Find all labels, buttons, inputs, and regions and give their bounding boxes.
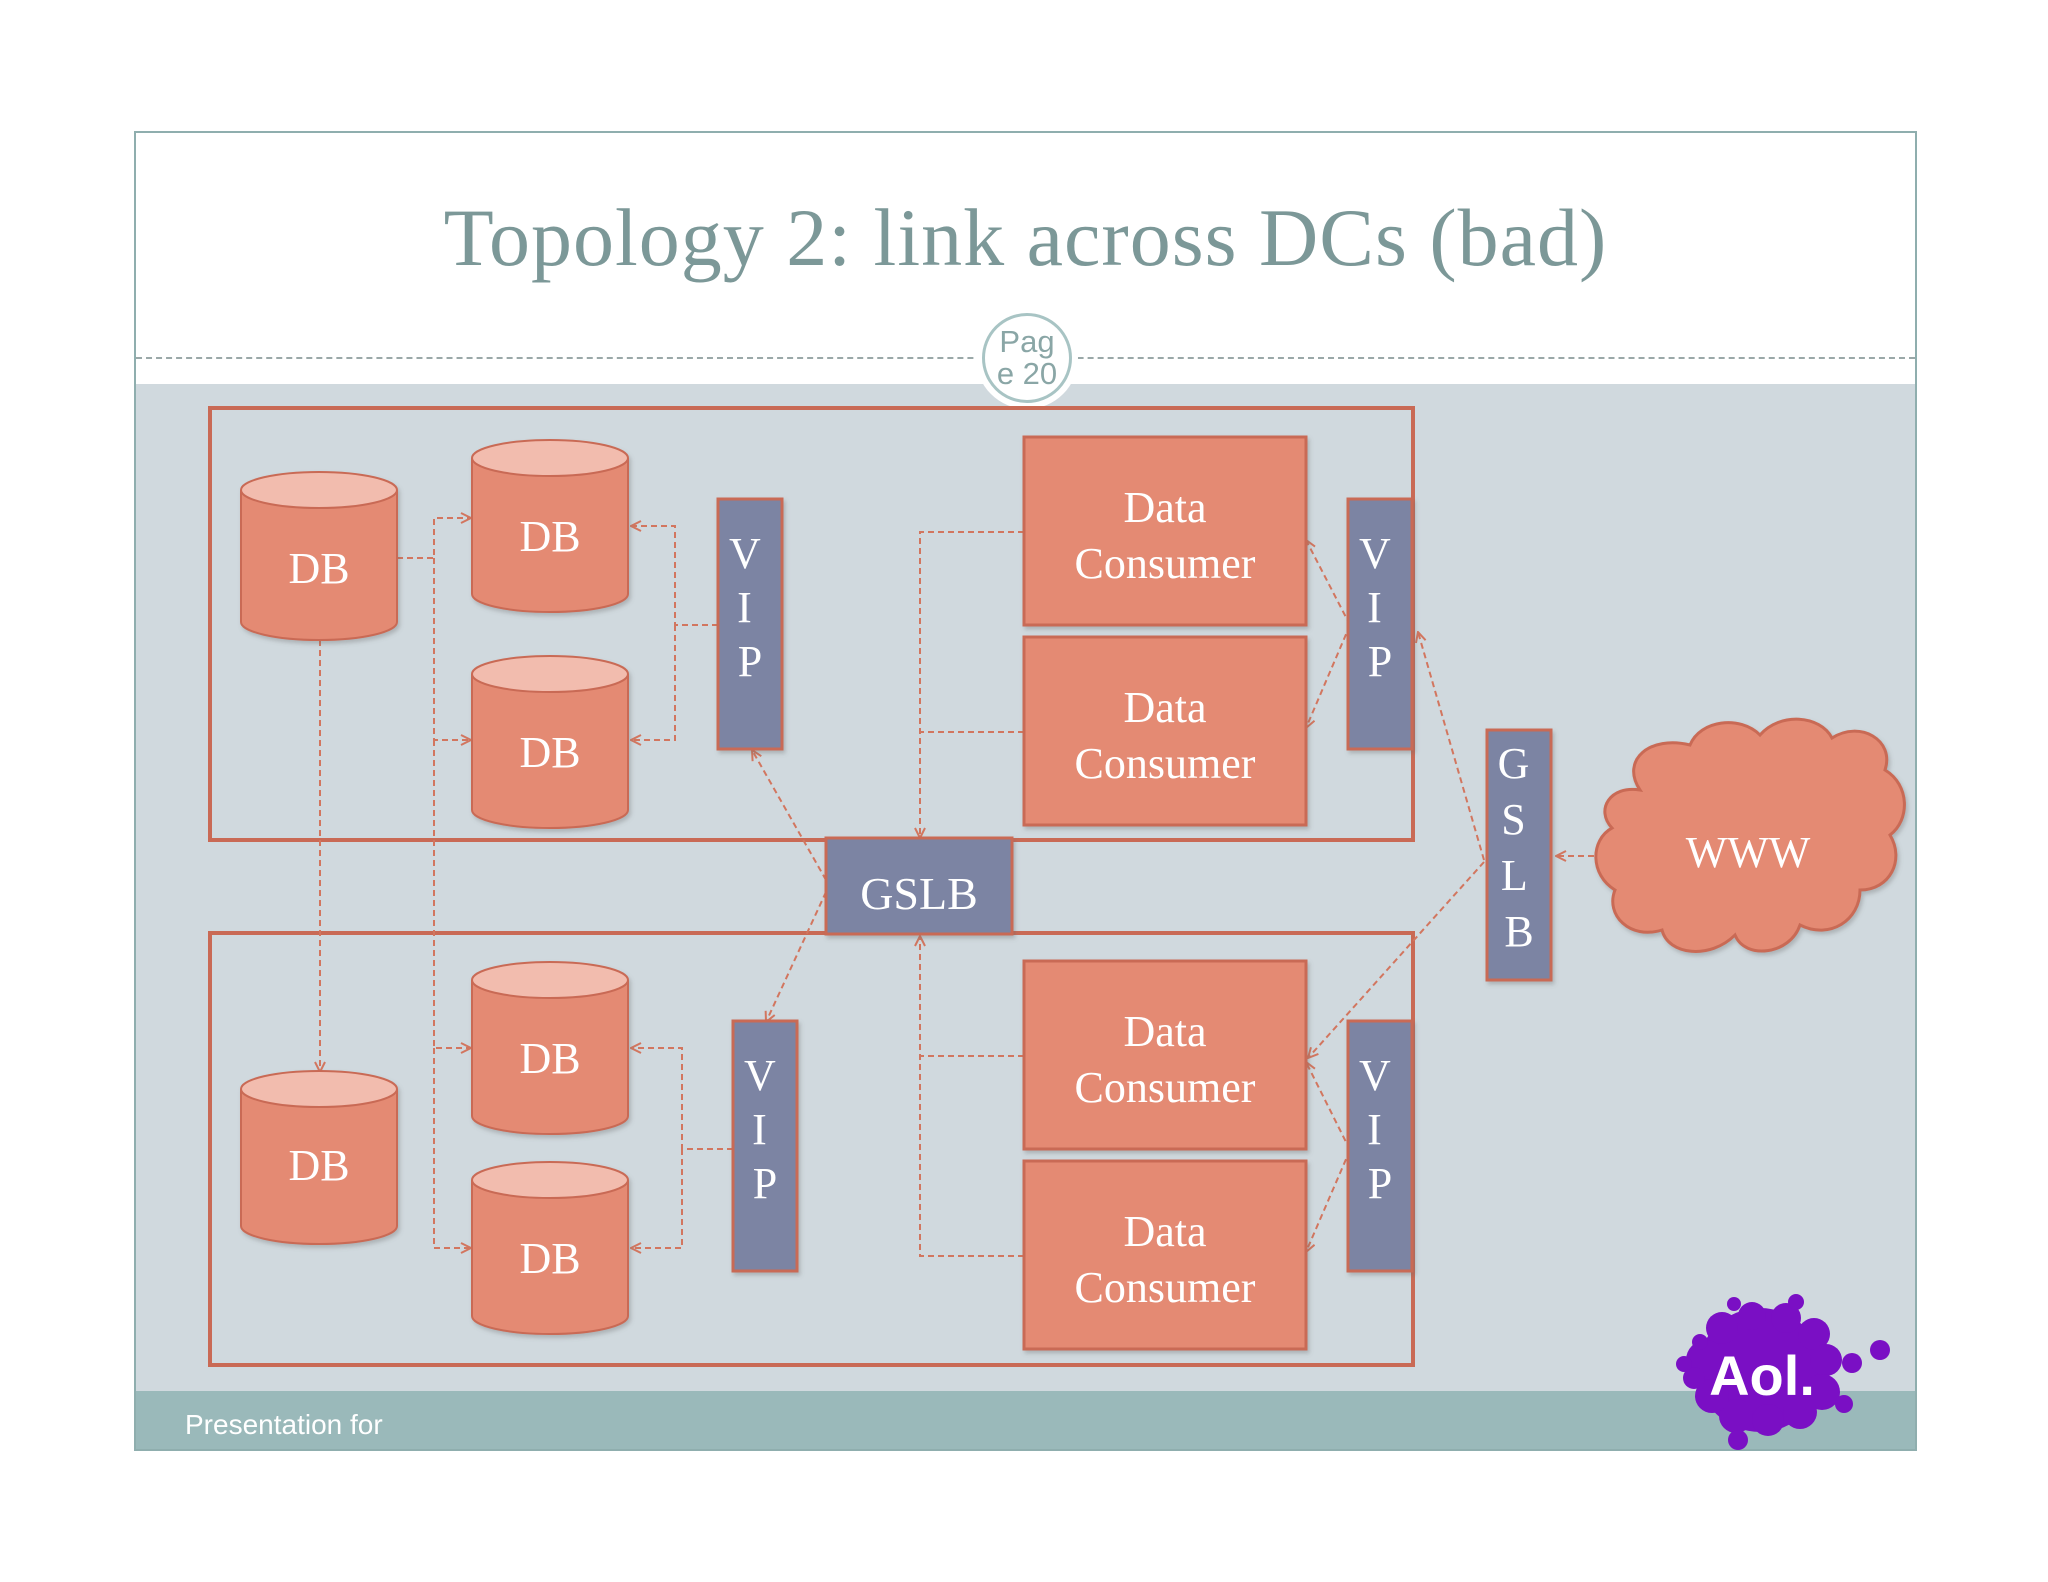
db-label: DB	[519, 1034, 580, 1083]
gslb-label: GSLB	[860, 868, 978, 919]
vip-letter-p: P	[1368, 637, 1392, 686]
data-consumer-3: Data Consumer	[1022, 959, 1308, 1151]
gslb-letter-b: B	[1504, 907, 1533, 956]
aol-logo-text: Aol.	[1709, 1344, 1815, 1407]
connector-vip2-to-consumer2	[1306, 624, 1351, 728]
vip-letter-i: I	[1367, 583, 1382, 632]
svg-text:V I P: V I P	[729, 529, 771, 686]
connector-vip2-to-consumer1	[1306, 540, 1351, 626]
vip-letter-i: I	[752, 1105, 767, 1154]
consumer-label-line1: Data	[1123, 1007, 1206, 1056]
svg-text:V I P: V I P	[1359, 1051, 1401, 1208]
consumer-label-line2: Consumer	[1075, 739, 1256, 788]
db-label: DB	[519, 728, 580, 777]
db-label: DB	[519, 1234, 580, 1283]
connector-vip1-to-db2	[631, 625, 676, 740]
consumer-label-line1: Data	[1123, 683, 1206, 732]
db-replica-1-dc2: DB	[471, 961, 629, 1135]
gslb-central: GSLB	[824, 836, 1014, 936]
vip-letter-v: V	[744, 1051, 776, 1100]
db-label: DB	[288, 1141, 349, 1190]
consumer-label-line1: Data	[1123, 483, 1206, 532]
svg-text:V I P: V I P	[744, 1051, 786, 1208]
gslb-letter-s: S	[1501, 795, 1525, 844]
vip-letter-p: P	[1368, 1159, 1392, 1208]
connector-consumer4-to-gslb	[919, 1056, 1024, 1257]
connector-consumer3-to-gslb	[920, 936, 1024, 1057]
db-master-dc2: DB	[240, 1070, 398, 1245]
footer-text: Presentation for [CLIENT]	[185, 1409, 383, 1449]
vip-letter-i: I	[1367, 1105, 1382, 1154]
gslb-letter-g: G	[1498, 739, 1530, 788]
consumer-label-line1: Data	[1123, 1207, 1206, 1256]
connector-db-master-to-db1	[397, 518, 471, 559]
connector-dc1-to-dc2-db1	[433, 740, 471, 1048]
consumer-label-line2: Consumer	[1075, 1263, 1256, 1312]
svg-text:G S L B: G S L B	[1498, 739, 1541, 956]
aol-logo-dots	[1676, 1294, 1890, 1450]
vip-letter-p: P	[753, 1159, 777, 1208]
connector-vip4-to-consumer3	[1306, 1062, 1351, 1151]
db-replica-2-dc2: DB	[471, 1161, 629, 1335]
www-cloud: WWW	[1594, 717, 1906, 953]
vip-dc1-consumer: V I P	[1346, 497, 1414, 751]
consumer-label-line2: Consumer	[1075, 1063, 1256, 1112]
connector-gslb-global-to-consumer3	[1308, 861, 1485, 1058]
vip-letter-v: V	[1359, 529, 1391, 578]
db-label: DB	[519, 512, 580, 561]
vip-letter-v: V	[1359, 1051, 1391, 1100]
connector-vip3-to-db3	[631, 1048, 733, 1150]
svg-text:V I P: V I P	[1359, 529, 1401, 686]
data-consumer-2: Data Consumer	[1022, 635, 1308, 827]
vip-dc2-consumer: V I P	[1346, 1019, 1414, 1273]
vip-dc1-db: V I P	[716, 497, 784, 751]
db-master-dc1: DB	[240, 471, 398, 641]
connectors	[320, 518, 1594, 1257]
connector-dc1-to-dc2-db2	[433, 1048, 471, 1248]
footer-band	[136, 1391, 1915, 1449]
data-consumer-1: Data Consumer	[1022, 435, 1308, 627]
consumer-label-line2: Consumer	[1075, 539, 1256, 588]
connector-vip1-to-db1	[631, 526, 718, 626]
connector-db-master-to-db2	[433, 558, 471, 740]
gslb-letter-l: L	[1501, 851, 1526, 900]
connector-vip3-to-db4	[631, 1149, 683, 1248]
www-label: WWW	[1686, 828, 1811, 877]
aol-logo: Aol.	[1676, 1294, 1890, 1450]
connector-gslb-to-vip3	[766, 891, 827, 1022]
vip-letter-i: I	[737, 583, 752, 632]
connector-consumer1-to-gslb	[920, 531, 1024, 838]
connector-vip4-to-consumer4	[1306, 1149, 1351, 1252]
page-number-badge: Page 20	[982, 313, 1072, 403]
db-replica-1-dc1: DB	[471, 439, 629, 613]
vip-letter-p: P	[738, 637, 762, 686]
slide-title: Topology 2: link across DCs (bad)	[443, 192, 1608, 283]
connector-gslb-to-vip1	[752, 750, 827, 881]
vip-letter-v: V	[729, 529, 761, 578]
gslb-global: G S L B	[1485, 728, 1553, 982]
db-label: DB	[288, 544, 349, 593]
vip-dc2-db: V I P	[731, 1019, 799, 1273]
data-consumer-4: Data Consumer	[1022, 1159, 1308, 1351]
db-replica-2-dc1: DB	[471, 655, 629, 829]
connector-gslb-global-to-vip2	[1418, 632, 1485, 861]
